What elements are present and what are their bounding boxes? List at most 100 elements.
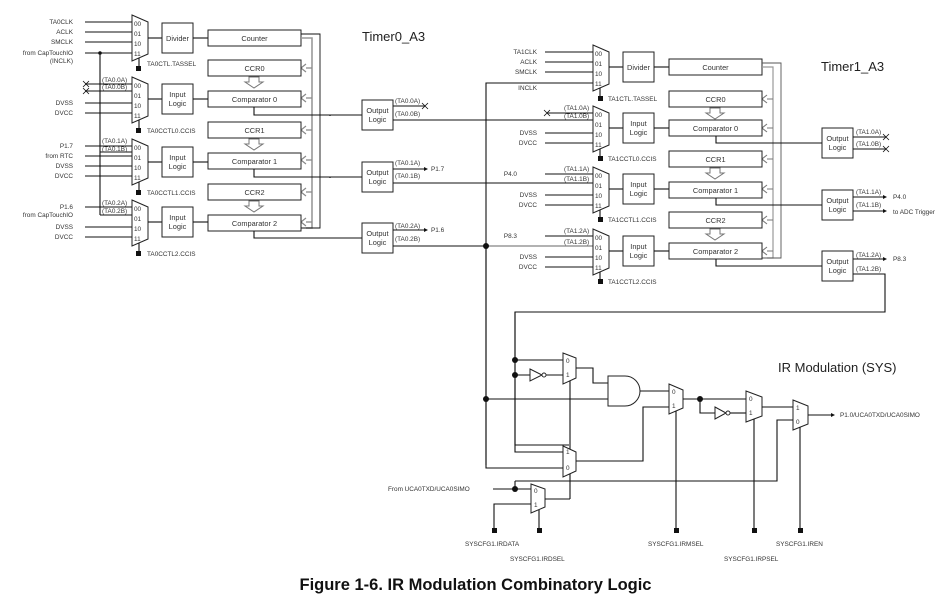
mux-code: 00 bbox=[134, 83, 142, 90]
capture-input-label: P1.6 bbox=[60, 204, 74, 211]
timer1-input-logic-0 bbox=[622, 112, 655, 144]
output-signal-label: (TA0.1B) bbox=[395, 173, 420, 180]
pin-label: P1.6 bbox=[431, 227, 445, 234]
timer1-clk-in-2: SMCLK bbox=[515, 69, 538, 76]
timer1-title: Timer1_A3 bbox=[821, 59, 884, 74]
mux-code: 00 bbox=[134, 21, 142, 28]
ir-modulation-title: IR Modulation (SYS) bbox=[778, 360, 897, 375]
mux-code: 11 bbox=[595, 81, 602, 88]
timer0-clk-in-4: (INCLK) bbox=[50, 58, 73, 65]
timer1-clk-in-0: TA1CLK bbox=[513, 49, 537, 56]
mux-code: 11 bbox=[134, 175, 141, 182]
timer1-channel-2: CCR2 Comparator 2 P8.3 DVSS DVCC (TA1.2A… bbox=[483, 211, 822, 286]
capture-input-label: (TA1.2B) bbox=[564, 239, 589, 246]
output-logic-label: Output bbox=[366, 106, 388, 115]
output-logic-label: Output bbox=[826, 134, 848, 143]
input-logic-label: Logic bbox=[169, 222, 187, 231]
comparator-label: Comparator 1 bbox=[232, 157, 277, 166]
comparator-label: Comparator 0 bbox=[693, 124, 738, 133]
output-signal-label: (TA1.2B) bbox=[856, 266, 881, 273]
adc-trigger-label: to ADC Trigger bbox=[893, 209, 936, 216]
capture-input-label: DVCC bbox=[55, 110, 73, 117]
ccr-label: CCR2 bbox=[705, 216, 725, 225]
capture-input-label: from RTC bbox=[45, 153, 73, 160]
input-logic-label: Input bbox=[630, 180, 646, 189]
capture-input-label: (TA1.1A) bbox=[564, 166, 589, 173]
input-logic-label: Input bbox=[169, 153, 185, 162]
input-logic-label: Logic bbox=[630, 189, 648, 198]
input-logic-label: Input bbox=[630, 242, 646, 251]
capture-input-label: DVSS bbox=[56, 100, 73, 107]
pin-label: P8.3 bbox=[893, 256, 907, 263]
output-logic-label: Output bbox=[366, 168, 388, 177]
timer0-block: TA0CLK ACLK SMCLK from CapTouchIO (INCLK… bbox=[23, 14, 596, 258]
output-signal-label: (TA1.1A) bbox=[856, 189, 881, 196]
mux-code: 0 bbox=[534, 488, 538, 495]
capture-input-label: (TA0.2B) bbox=[102, 208, 127, 215]
timer1-clk-in-3: INCLK bbox=[518, 85, 538, 92]
timer1-ccr2 bbox=[668, 211, 763, 229]
capture-input-label: DVSS bbox=[520, 254, 537, 261]
timer0-channel-2: CCR2 Comparator 2 P1.6 from CapTouchIO D… bbox=[23, 183, 362, 258]
and-gate bbox=[607, 375, 641, 407]
mux-code: 10 bbox=[134, 103, 142, 110]
timer1-tassel-label: TA1CTL.TASSEL bbox=[608, 96, 658, 103]
comparator-label: Comparator 1 bbox=[693, 186, 738, 195]
timer1-channel-1: CCR1 Comparator 1 P4.0 DVSS DVCC (TA1.1A… bbox=[486, 150, 822, 224]
mux-code: 00 bbox=[595, 51, 603, 58]
output-signal-label: (TA1.2A) bbox=[856, 252, 881, 259]
ccis-label: TA1CCTL2.CCIS bbox=[608, 279, 657, 286]
timer1-ccr1 bbox=[668, 150, 763, 168]
output-signal-label: (TA0.0B) bbox=[395, 111, 420, 118]
capture-input-label: DVSS bbox=[520, 192, 537, 199]
capture-input-label: DVCC bbox=[55, 173, 73, 180]
timer1-input-logic-2 bbox=[622, 235, 655, 267]
capture-input-label: P4.0 bbox=[504, 171, 518, 178]
timer0-title: Timer0_A3 bbox=[362, 29, 425, 44]
mux-code: 1 bbox=[534, 502, 538, 509]
output-logic-label: Logic bbox=[369, 177, 387, 186]
output-signal-label: (TA1.0B) bbox=[856, 141, 881, 148]
mux-code: 10 bbox=[134, 226, 142, 233]
mux-code: 01 bbox=[134, 216, 142, 223]
output-pin-label: P1.0/UCA0TXD/UCA0SIMO bbox=[840, 412, 920, 419]
ccis-label: TA0CCTL1.CCIS bbox=[147, 190, 196, 197]
irmsel-label: SYSCFG1.IRMSEL bbox=[648, 541, 704, 548]
comparator-label: Comparator 0 bbox=[232, 95, 277, 104]
mux-code: 0 bbox=[796, 419, 800, 426]
capture-input-label: P8.3 bbox=[504, 233, 518, 240]
mux-code: 10 bbox=[134, 41, 142, 48]
timer0-divider-label: Divider bbox=[166, 34, 190, 43]
mux-code: 01 bbox=[134, 93, 142, 100]
mux-code: 1 bbox=[566, 372, 570, 379]
timer1-divider bbox=[622, 51, 655, 83]
timer0-clk-in-3: from CapTouchIO bbox=[23, 50, 73, 57]
timer1-channel-0: CCR0 Comparator 0 DVSS DVCC (TA1.0A) (TA… bbox=[486, 90, 822, 163]
mux-code: 01 bbox=[134, 155, 142, 162]
capture-input-label: (TA0.1B) bbox=[102, 146, 127, 153]
ccis-label: TA0CCTL2.CCIS bbox=[147, 251, 196, 258]
output-logic-label: Output bbox=[826, 196, 848, 205]
mux-code: 11 bbox=[134, 113, 141, 120]
input-logic-label: Input bbox=[169, 90, 185, 99]
timer0-counter-label: Counter bbox=[241, 34, 268, 43]
output-signal-label: (TA0.2B) bbox=[395, 236, 420, 243]
capture-input-label: (TA0.1A) bbox=[102, 138, 127, 145]
mux-code: 0 bbox=[566, 358, 570, 365]
uart-input-label: From UCA0TXD/UCA0SIMO bbox=[388, 486, 470, 493]
mux-code: 01 bbox=[595, 122, 603, 129]
output-signal-label: (TA0.0A) bbox=[395, 98, 420, 105]
output-logic-label: Logic bbox=[369, 238, 387, 247]
mux-code: 00 bbox=[595, 112, 603, 119]
input-logic-label: Input bbox=[169, 213, 185, 222]
timer1-divider-label: Divider bbox=[627, 63, 651, 72]
ccis-label: TA1CCTL1.CCIS bbox=[608, 217, 657, 224]
figure-caption: Figure 1-6. IR Modulation Combinatory Lo… bbox=[299, 576, 652, 594]
timer1-block: TA1CLK ACLK SMCLK INCLK 00 01 10 11 TA1C… bbox=[483, 44, 936, 465]
capture-input-label: DVCC bbox=[519, 140, 537, 147]
timer0-input-logic-2 bbox=[161, 206, 194, 238]
output-logic-label: Logic bbox=[829, 143, 847, 152]
timer0-clk-in-1: ACLK bbox=[56, 29, 73, 36]
capture-input-label: DVCC bbox=[519, 264, 537, 271]
output-signal-label: (TA1.1B) bbox=[856, 202, 881, 209]
